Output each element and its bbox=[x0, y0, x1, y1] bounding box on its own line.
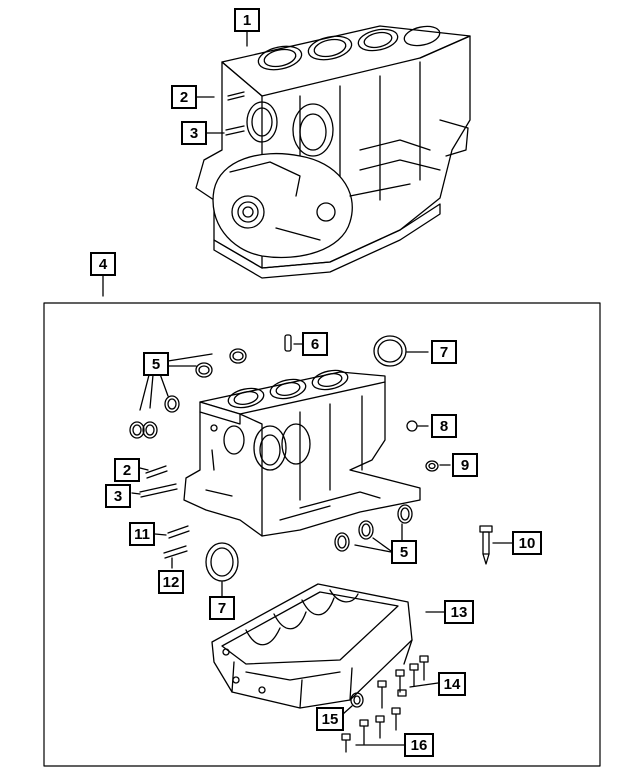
callout-15: 15 bbox=[316, 707, 344, 731]
leader-5-d bbox=[149, 374, 154, 409]
leader-5-f bbox=[354, 544, 392, 553]
leader-15 bbox=[342, 705, 353, 715]
part-7-rear-seal-upper bbox=[373, 335, 407, 367]
callout-3-kit: 3 bbox=[105, 484, 131, 508]
part-12-dowel bbox=[163, 545, 188, 559]
leader-5-e bbox=[139, 374, 150, 411]
leader-11 bbox=[154, 533, 167, 536]
part-5-seals-lower bbox=[334, 504, 413, 552]
part-3-dowel bbox=[139, 483, 178, 498]
callout-4: 4 bbox=[90, 252, 116, 276]
leader-14 bbox=[409, 682, 439, 688]
callout-5-upper: 5 bbox=[143, 352, 169, 376]
callout-6: 6 bbox=[302, 332, 328, 356]
leader-5-a bbox=[167, 353, 213, 362]
callout-3-top: 3 bbox=[181, 121, 207, 145]
callout-2-top: 2 bbox=[171, 85, 197, 109]
part-9-plug bbox=[425, 460, 439, 472]
part-7-rear-seal-lower bbox=[205, 542, 239, 582]
part-2-dowel bbox=[145, 465, 168, 479]
callout-13: 13 bbox=[444, 600, 474, 624]
callout-9: 9 bbox=[452, 453, 478, 477]
short-block-assembly-drawing bbox=[195, 25, 471, 279]
callout-1: 1 bbox=[234, 8, 260, 32]
bare-block-drawing bbox=[183, 369, 421, 537]
callout-5-lower: 5 bbox=[391, 540, 417, 564]
callout-12: 12 bbox=[158, 570, 184, 594]
callout-8: 8 bbox=[431, 414, 457, 438]
part-13-bedplate bbox=[211, 583, 413, 709]
callout-11: 11 bbox=[129, 522, 155, 546]
part-10-sensor bbox=[479, 525, 493, 565]
callout-2-kit: 2 bbox=[114, 458, 140, 482]
leader-2-kit bbox=[139, 467, 149, 471]
part-5-seals-upper bbox=[129, 348, 247, 439]
part-14-bolts bbox=[377, 655, 429, 709]
leader-3-kit bbox=[131, 492, 141, 495]
callout-14: 14 bbox=[438, 672, 466, 696]
part-16-bolts bbox=[341, 707, 401, 753]
callout-7-lower: 7 bbox=[209, 596, 235, 620]
callout-16: 16 bbox=[404, 733, 434, 757]
part-11-dowel bbox=[167, 525, 190, 539]
part-8-plug bbox=[406, 420, 418, 432]
leader-5-g bbox=[372, 537, 392, 552]
kit-frame bbox=[43, 302, 601, 767]
callout-7-upper: 7 bbox=[431, 340, 457, 364]
callout-10: 10 bbox=[512, 531, 542, 555]
part-15-drain-plug bbox=[350, 692, 364, 708]
leader-5-c bbox=[159, 373, 169, 397]
part-6-pin bbox=[284, 334, 292, 352]
